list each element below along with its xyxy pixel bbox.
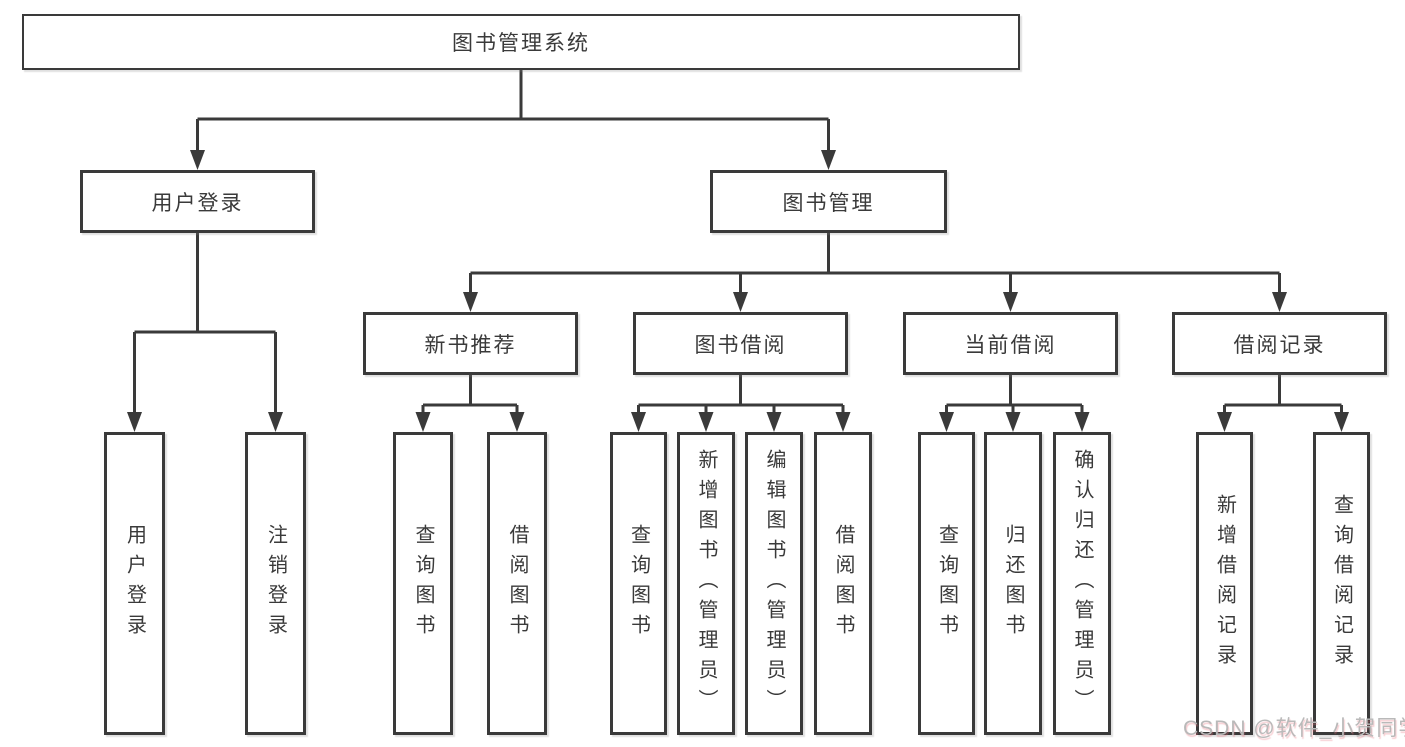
connector-records-to-leaves xyxy=(1223,375,1343,414)
node-book-management: 图书管理 xyxy=(710,170,947,233)
leaf-current-return-books: 归还图书 xyxy=(984,432,1042,735)
connector-borrowing-to-leaves xyxy=(637,375,845,414)
arrow-icon xyxy=(733,292,748,312)
node-library-management-system: 图书管理系统 xyxy=(22,14,1020,70)
leaf-borrowing-add-books-admin: 新增图书（管理员） xyxy=(677,432,735,735)
node-borrowing-records: 借阅记录 xyxy=(1172,312,1387,375)
connector-current-to-leaves xyxy=(945,375,1084,414)
connector-user-login-to-leaves xyxy=(133,233,277,414)
leaf-borrowing-query-books: 查询图书 xyxy=(610,432,667,735)
node-book-borrowing: 图书借阅 xyxy=(633,312,848,375)
arrow-icon xyxy=(1074,412,1090,432)
arrowheads xyxy=(127,150,1349,432)
arrow-icon xyxy=(1003,292,1018,312)
connector-book-management-to-children xyxy=(469,233,1281,294)
arrow-icon xyxy=(766,412,782,432)
arrow-icon xyxy=(939,412,954,432)
arrow-icon xyxy=(463,292,478,312)
node-new-book-recommendation: 新书推荐 xyxy=(363,312,578,375)
leaf-recommend-query-books: 查询图书 xyxy=(393,432,453,735)
arrow-icon xyxy=(698,412,714,432)
arrow-icon xyxy=(1334,412,1349,432)
node-user-login: 用户登录 xyxy=(80,170,315,233)
arrow-icon xyxy=(821,150,836,170)
leaf-recommend-borrow-books: 借阅图书 xyxy=(487,432,547,735)
leaf-user-login: 用户登录 xyxy=(104,432,165,735)
leaf-current-query-books: 查询图书 xyxy=(918,432,975,735)
leaf-borrowing-borrow-books: 借阅图书 xyxy=(814,432,872,735)
arrow-icon xyxy=(415,412,431,432)
arrow-icon xyxy=(509,412,525,432)
leaf-logout: 注销登录 xyxy=(245,432,306,735)
leaf-borrowing-edit-books-admin: 编辑图书（管理员） xyxy=(745,432,803,735)
connector-root-to-branches xyxy=(196,70,830,152)
arrow-icon xyxy=(268,412,283,432)
arrow-icon xyxy=(127,412,142,432)
watermark: CSDN @软件_小贺同学 xyxy=(1183,717,1405,740)
leaf-records-query-record: 查询借阅记录 xyxy=(1313,432,1370,735)
leaf-current-confirm-return-admin: 确认归还（管理员） xyxy=(1053,432,1111,735)
arrow-icon xyxy=(631,412,646,432)
arrow-icon xyxy=(835,412,851,432)
node-current-borrowing: 当前借阅 xyxy=(903,312,1118,375)
arrow-icon xyxy=(1272,292,1287,312)
arrow-icon xyxy=(190,150,205,170)
arrow-icon xyxy=(1005,412,1021,432)
arrow-icon xyxy=(1217,412,1232,432)
connector-recommendation-to-leaves xyxy=(421,375,519,414)
leaf-records-add-record: 新增借阅记录 xyxy=(1196,432,1253,735)
